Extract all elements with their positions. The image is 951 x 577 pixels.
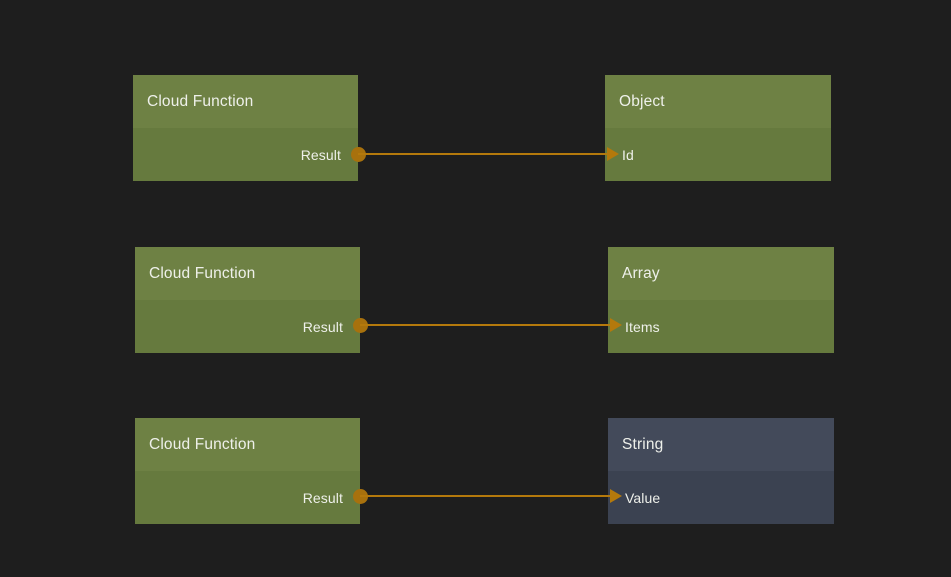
connection-edge-row-3[interactable] <box>360 495 614 497</box>
node-title: Cloud Function <box>135 247 360 300</box>
node-title: Cloud Function <box>133 75 358 128</box>
input-port-row[interactable]: Items <box>608 300 834 353</box>
connection-arrowhead-row-1 <box>607 147 619 161</box>
input-port-label: Value <box>625 489 661 506</box>
input-port-row[interactable]: Id <box>605 128 831 181</box>
node-title: Object <box>605 75 831 128</box>
output-port-row[interactable]: Result <box>135 300 360 353</box>
output-port-label: Result <box>302 489 343 506</box>
node-title: String <box>608 418 834 471</box>
connection-edge-row-1[interactable] <box>358 153 611 155</box>
input-port-label: Items <box>625 318 660 335</box>
output-port-label: Result <box>302 318 343 335</box>
node-title: Array <box>608 247 834 300</box>
input-port-label: Id <box>622 146 634 163</box>
connection-arrowhead-row-2 <box>610 318 622 332</box>
connection-edge-row-2[interactable] <box>360 324 614 326</box>
node-title: Cloud Function <box>135 418 360 471</box>
connection-arrowhead-row-3 <box>610 489 622 503</box>
output-port-label: Result <box>300 146 341 163</box>
output-port-row[interactable]: Result <box>133 128 358 181</box>
output-port-row[interactable]: Result <box>135 471 360 524</box>
input-port-row[interactable]: Value <box>608 471 834 524</box>
